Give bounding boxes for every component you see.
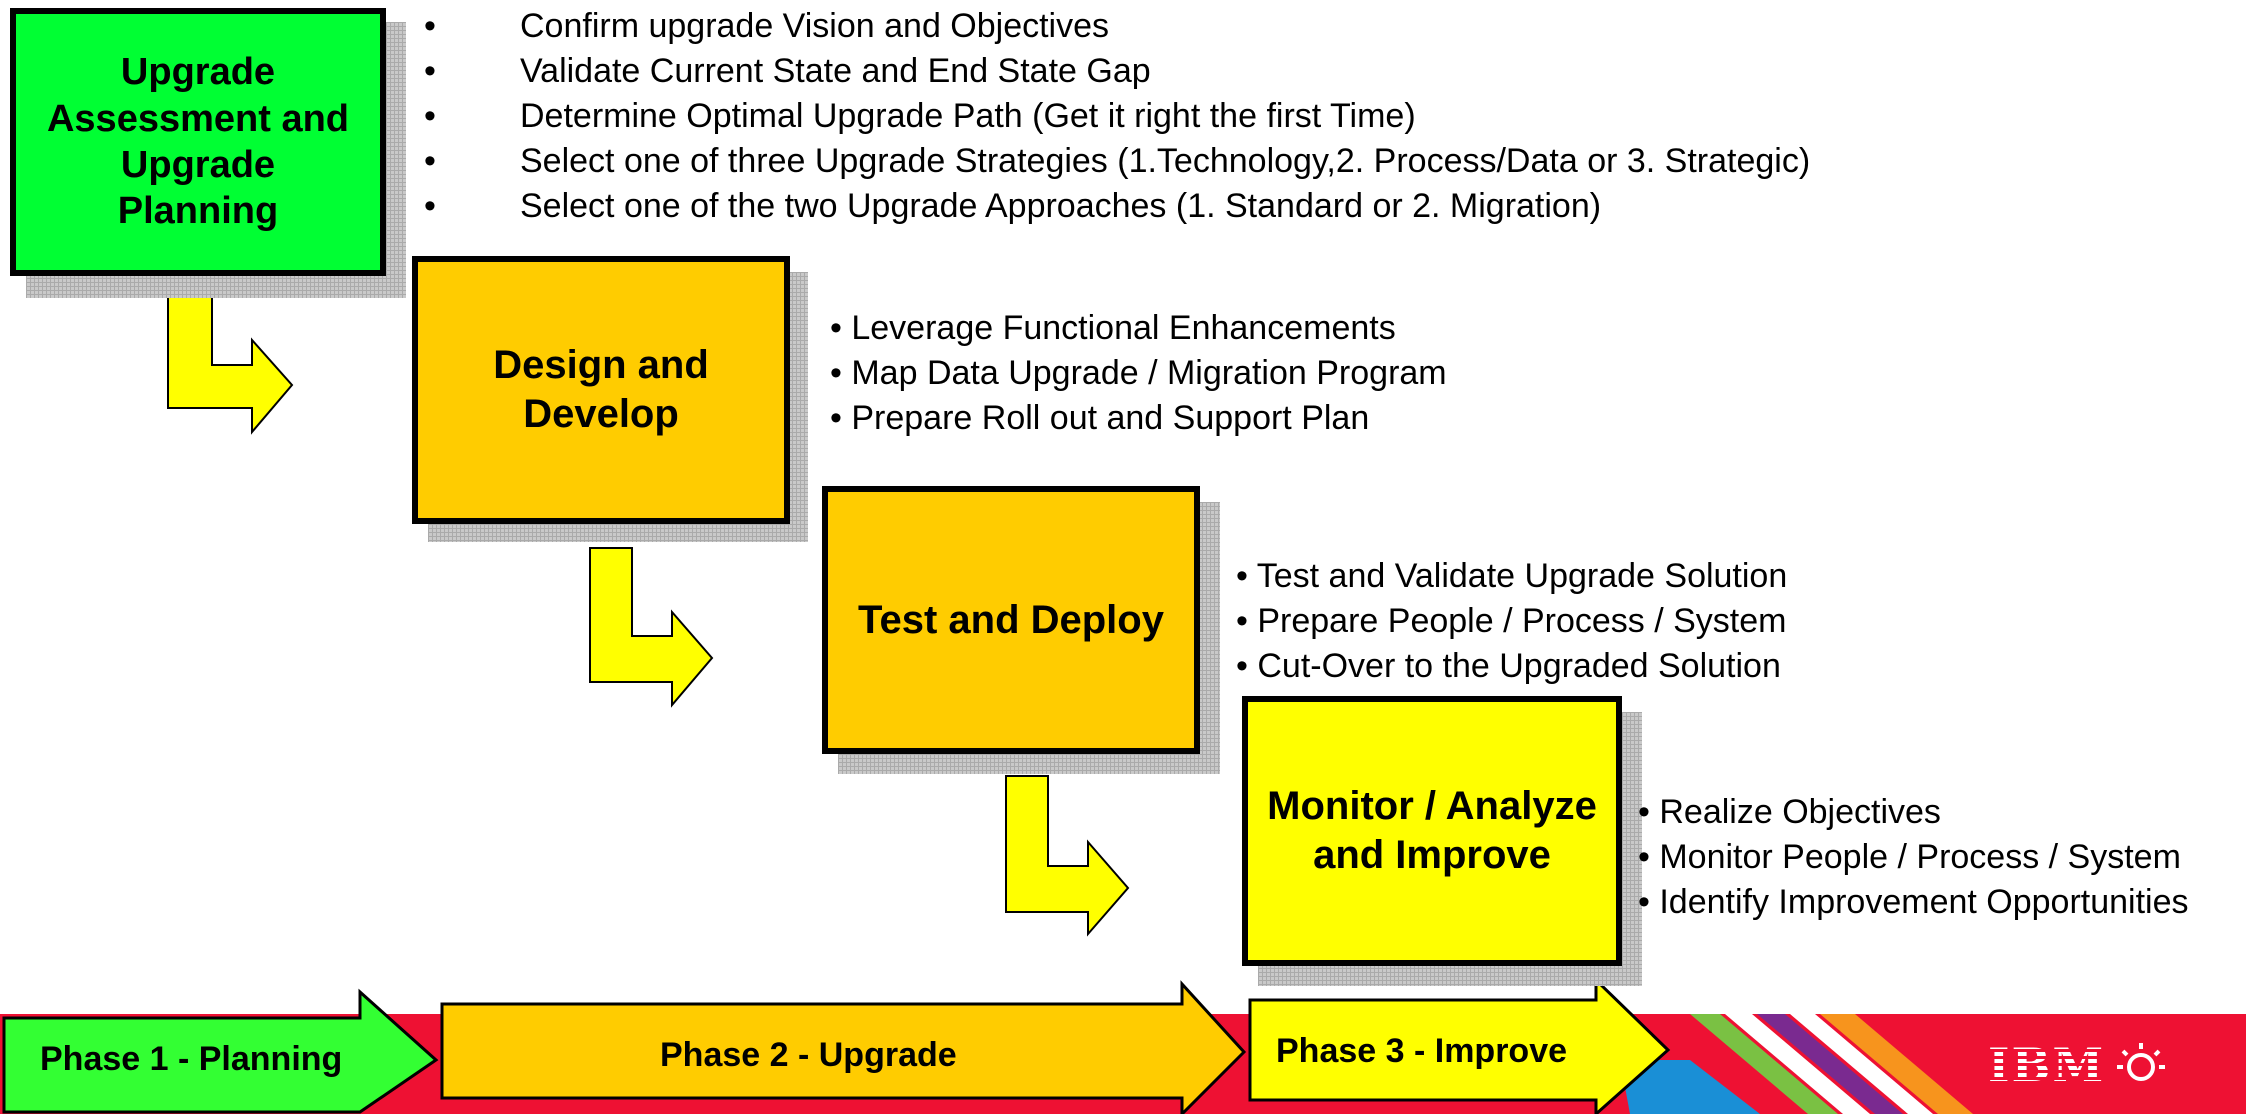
phase-box-title-line: Design and (493, 343, 709, 388)
phase-box-design: Design and Develop (412, 256, 790, 524)
list-item: Prepare Roll out and Support Plan (830, 396, 1447, 441)
list-item-text: Map Data Upgrade / Migration Program (851, 354, 1447, 392)
list-item: Realize Objectives (1638, 790, 2189, 835)
phase-box-title-line: and Improve (1313, 833, 1551, 877)
list-item-text: Test and Validate Upgrade Solution (1256, 557, 1788, 595)
list-item: Cut-Over to the Upgraded Solution (1236, 644, 1787, 689)
list-item: Select one of the two Upgrade Approaches… (424, 184, 1810, 229)
phase-box-title-line: Monitor / Analyze (1267, 784, 1597, 829)
design-bullet-list: Leverage Functional Enhancements Map Dat… (830, 306, 1447, 441)
decorative-stripes (1620, 1014, 1973, 1114)
list-item: Map Data Upgrade / Migration Program (830, 351, 1447, 396)
phase2-label: Phase 2 - Upgrade (660, 1036, 957, 1074)
phase3-label: Phase 3 - Improve (1276, 1032, 1568, 1070)
list-item: Prepare People / Process / System (1236, 599, 1787, 644)
list-item: Leverage Functional Enhancements (830, 306, 1447, 351)
list-item: Confirm upgrade Vision and Objectives (424, 4, 1810, 49)
down-right-arrow-icon (1005, 775, 1130, 937)
phase-box-test: Test and Deploy (822, 486, 1200, 754)
phase-box-title-line: Test and Deploy (858, 597, 1164, 642)
phase3-arrow-icon (1248, 976, 1671, 1114)
phase-box-assessment: Upgrade Assessment and Upgrade Planning (10, 8, 386, 276)
phase-box-title-line: Upgrade (120, 51, 276, 94)
phase-box-title-line: Develop (523, 392, 679, 436)
list-item-text: Realize Objectives (1659, 793, 1941, 831)
test-bullet-list: Test and Validate Upgrade Solution Prepa… (1236, 554, 1788, 689)
list-item: Select one of three Upgrade Strategies (… (424, 139, 1810, 184)
list-item-text: Leverage Functional Enhancements (851, 309, 1396, 347)
assessment-bullet-list: Confirm upgrade Vision and Objectives Va… (424, 4, 1810, 229)
phase-box-title-line: Planning (117, 190, 279, 233)
phase1-arrow-icon (2, 988, 439, 1114)
list-item: Test and Validate Upgrade Solution (1236, 554, 1788, 599)
down-right-arrow-icon (167, 274, 294, 435)
globe-icon (2117, 1043, 2166, 1081)
ibm-logo: IBM (1988, 1038, 2167, 1092)
list-item-text: Identify Improvement Opportunities (1659, 883, 2189, 921)
list-item-text: Prepare Roll out and Support Plan (851, 399, 1370, 437)
down-right-arrow-icon (589, 547, 714, 708)
list-item: Identify Improvement Opportunities (1638, 880, 2189, 925)
phase-box-monitor: Monitor / Analyze and Improve (1242, 696, 1622, 966)
phase-box-title-line: Upgrade (120, 144, 276, 186)
phase2-arrow-icon (440, 980, 1247, 1114)
list-item-text: Prepare People / Process / System (1257, 602, 1787, 640)
phase1-label: Phase 1 - Planning (40, 1040, 343, 1078)
monitor-bullet-list: Realize Objectives Monitor People / Proc… (1638, 790, 2189, 925)
list-item: Monitor People / Process / System (1638, 835, 2189, 880)
list-item-text: Monitor People / Process / System (1659, 838, 2181, 876)
list-item-text: Cut-Over to the Upgraded Solution (1257, 647, 1781, 685)
list-item: Determine Optimal Upgrade Path (Get it r… (424, 94, 1810, 139)
phase-box-title-line: Assessment and (46, 97, 349, 140)
list-item: Validate Current State and End State Gap (424, 49, 1810, 94)
ibm-logo-text: IBM (1988, 1038, 2106, 1092)
